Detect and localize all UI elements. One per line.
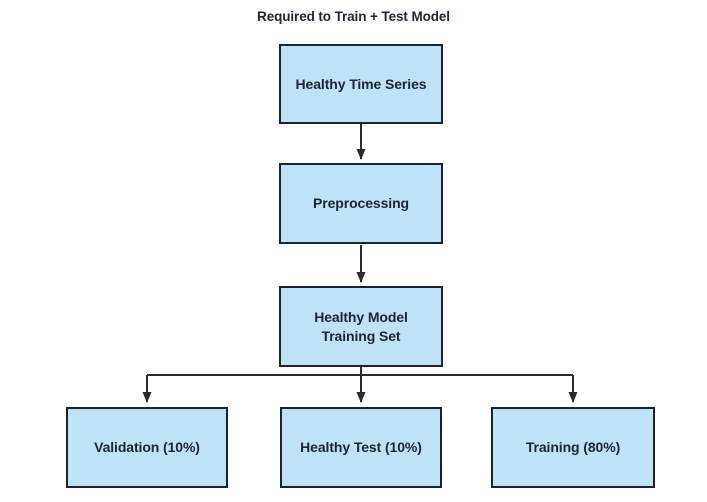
branch-line <box>147 367 573 376</box>
node-label: Training (80%) <box>525 439 621 456</box>
node-healthy-model-training-set: Healthy Model Training Set <box>279 286 443 367</box>
node-healthy-time-series: Healthy Time Series <box>279 44 443 124</box>
node-label: Preprocessing <box>313 195 409 212</box>
node-preprocessing: Preprocessing <box>279 163 443 244</box>
node-label: Healthy Model <box>314 309 408 326</box>
node-healthy-test: Healthy Test (10%) <box>280 407 442 488</box>
node-validation: Validation (10%) <box>66 407 228 488</box>
node-label: Healthy Test (10%) <box>300 439 422 456</box>
node-label: Validation (10%) <box>94 439 200 456</box>
node-label: Training Set <box>321 327 401 344</box>
node-label: Healthy Time Series <box>295 75 427 92</box>
diagram-title: Required to Train + Test Model <box>257 9 450 24</box>
node-training: Training (80%) <box>491 407 655 488</box>
